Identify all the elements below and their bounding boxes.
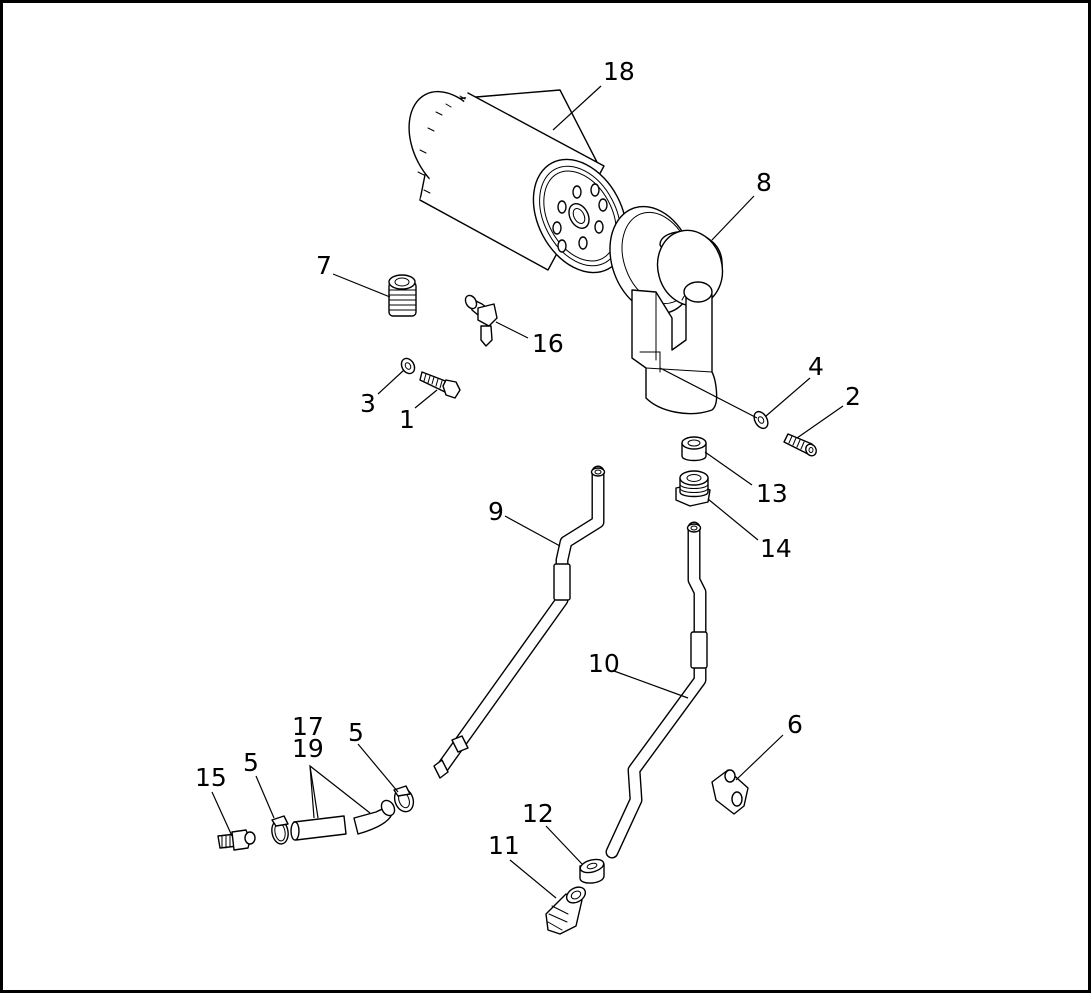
clip-part-6 [711, 769, 749, 815]
callout-16: 16 [532, 329, 564, 358]
callout-18: 18 [603, 57, 635, 86]
clamp-part-5-left [271, 815, 289, 845]
callout-5-right: 5 [348, 718, 364, 747]
leader-1 [414, 389, 438, 409]
leader-mount-washer [659, 367, 758, 419]
elbow-fitting-part-16 [464, 294, 498, 347]
clamp-part-5-right [393, 785, 415, 813]
leader-lines [211, 85, 844, 899]
callout-labels: 18 8 7 16 4 2 3 1 13 9 14 10 6 17 19 5 5… [195, 57, 861, 860]
leader-14 [707, 498, 759, 541]
bushing-part-12 [579, 858, 605, 884]
fitting-part-15 [217, 829, 256, 851]
oil-line-part-10 [605, 521, 708, 859]
leader-15 [211, 791, 233, 837]
leader-17-19 [309, 764, 371, 819]
leader-16 [495, 321, 529, 339]
leader-4 [765, 377, 811, 417]
callout-14: 14 [760, 534, 792, 563]
callout-4: 4 [808, 352, 824, 381]
hose-part-17-19 [290, 799, 396, 841]
washer-part-3 [400, 357, 416, 375]
leader-10 [613, 670, 689, 699]
callout-3: 3 [360, 389, 376, 418]
fitting-part-11 [545, 886, 587, 935]
callout-17: 17 [292, 712, 324, 741]
callout-7: 7 [316, 251, 332, 280]
leader-3 [377, 369, 405, 395]
oil-filter-part-18 [408, 89, 628, 274]
oil-line-part-9 [433, 465, 606, 779]
callout-13: 13 [756, 479, 788, 508]
leader-5-left [255, 775, 275, 819]
leader-13 [704, 451, 753, 486]
leader-18 [552, 85, 602, 131]
leader-6 [735, 734, 784, 781]
leader-8 [711, 195, 755, 241]
leader-7 [332, 273, 391, 298]
screw-part-2 [783, 433, 817, 457]
washer-part-4 [753, 410, 769, 430]
callout-19: 19 [292, 734, 324, 763]
leader-12 [545, 825, 583, 865]
callout-2: 2 [845, 382, 861, 411]
callout-11: 11 [488, 831, 520, 860]
callout-10: 10 [588, 649, 620, 678]
bushing-part-13 [681, 436, 707, 462]
callout-12: 12 [522, 799, 554, 828]
bolt-part-1 [419, 371, 461, 399]
leader-9 [504, 515, 561, 547]
leader-17-19-b [309, 765, 319, 819]
leader-11 [509, 859, 557, 899]
callout-15: 15 [195, 763, 227, 792]
callout-6: 6 [787, 710, 803, 739]
callout-8: 8 [756, 168, 772, 197]
filter-mount-part-8 [609, 205, 724, 415]
callout-1: 1 [399, 405, 415, 434]
callout-9: 9 [488, 497, 504, 526]
hex-fitting-part-14 [675, 470, 711, 507]
leader-5-right [357, 743, 399, 793]
fitting-part-7 [388, 274, 417, 317]
leader-2 [796, 405, 844, 439]
callout-5-left: 5 [243, 748, 259, 777]
